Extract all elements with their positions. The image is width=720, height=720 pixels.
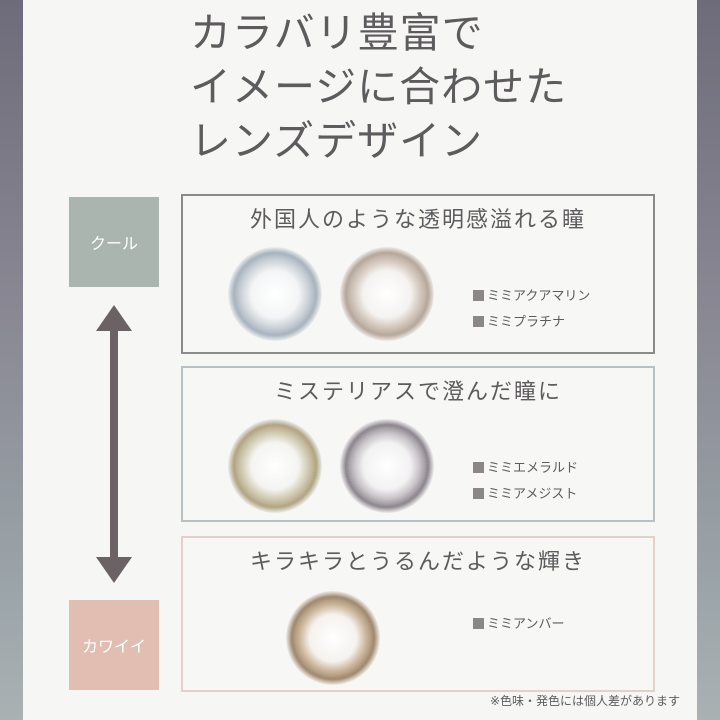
group-sparkle: キラキラとうるんだような輝き ミミアンバー <box>181 536 655 692</box>
page-title: カラバリ豊富で イメージに合わせた レンズデザイン <box>190 6 670 168</box>
lens-emerald-image <box>228 419 322 513</box>
lens-name-list: ミミエメラルド ミミアメジスト <box>473 456 578 508</box>
lens-aquamarine-image <box>228 247 322 341</box>
group-title: 外国人のような透明感溢れる瞳 <box>249 208 586 233</box>
square-bullet-icon <box>473 618 484 629</box>
square-bullet-icon <box>473 462 484 473</box>
square-bullet-icon <box>473 290 484 301</box>
list-item: ミミアンバー <box>473 612 564 638</box>
disclaimer-note: ※色味・発色には個人差があります <box>489 694 680 708</box>
title-line-1: カラバリ豊富で <box>190 9 484 57</box>
lens-amethyst-image <box>340 419 434 513</box>
list-item: ミミエメラルド <box>473 456 578 482</box>
group-title: キラキラとうるんだような輝き <box>249 550 586 575</box>
double-arrow-icon <box>96 305 132 583</box>
lens-name-list: ミミアクアマリン ミミプラチナ <box>473 284 590 336</box>
lens-name-list: ミミアンバー <box>473 612 564 638</box>
tag-cool: クール <box>69 197 159 287</box>
title-line-3: レンズデザイン <box>190 117 484 165</box>
group-title: ミステリアスで澄んだ瞳に <box>273 380 562 405</box>
square-bullet-icon <box>473 316 484 327</box>
lens-amber-image <box>286 591 380 685</box>
group-mysterious: ミステリアスで澄んだ瞳に ミミエメラルド ミミアメジスト <box>181 366 655 522</box>
lens-platinum-image <box>340 247 434 341</box>
list-item: ミミプラチナ <box>473 310 590 336</box>
group-clear: 外国人のような透明感溢れる瞳 ミミアクアマリン ミミプラチナ <box>181 194 655 354</box>
list-item: ミミアメジスト <box>473 482 578 508</box>
tag-cute: カワイイ <box>69 600 159 690</box>
square-bullet-icon <box>473 488 484 499</box>
title-line-2: イメージに合わせた <box>190 63 568 111</box>
list-item: ミミアクアマリン <box>473 284 590 310</box>
